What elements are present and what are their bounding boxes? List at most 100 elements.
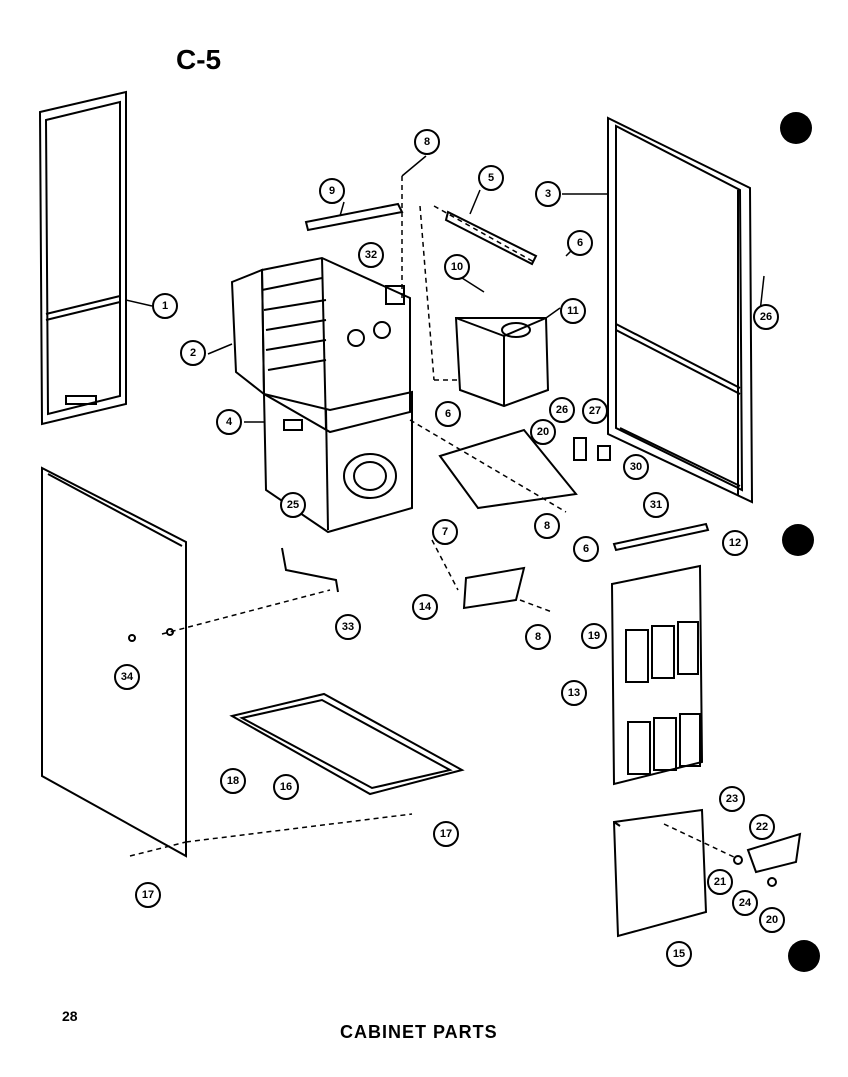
callout-7: 7 xyxy=(432,519,458,545)
svg-text:20: 20 xyxy=(537,426,549,438)
callout-1: 1 xyxy=(152,293,178,319)
svg-text:17: 17 xyxy=(142,889,154,901)
callout-8c: 8 xyxy=(525,624,551,650)
callout-6b: 6 xyxy=(435,401,461,427)
part-louvered-panel xyxy=(610,564,704,786)
binder-hole xyxy=(780,112,812,144)
binder-hole xyxy=(788,940,820,972)
svg-text:6: 6 xyxy=(445,408,451,420)
callout-26a: 26 xyxy=(549,397,575,423)
svg-text:6: 6 xyxy=(583,543,589,555)
callout-1-label: 1 xyxy=(162,300,168,312)
binder-hole xyxy=(782,524,814,556)
svg-text:12: 12 xyxy=(729,537,741,549)
svg-text:16: 16 xyxy=(280,781,292,793)
svg-text:19: 19 xyxy=(588,630,600,642)
part-washer xyxy=(733,855,743,865)
part-lower-door xyxy=(612,808,708,938)
svg-text:27: 27 xyxy=(589,405,601,417)
part-plate-7 xyxy=(438,428,578,510)
part-side-panel xyxy=(41,466,187,858)
callout-22: 22 xyxy=(749,814,775,840)
svg-text:21: 21 xyxy=(714,876,726,888)
callout-9: 9 xyxy=(319,178,345,204)
callout-34: 34 xyxy=(114,664,140,690)
part-door-left-upper xyxy=(38,90,127,426)
callout-33: 33 xyxy=(335,614,361,640)
callout-4: 4 xyxy=(216,409,242,435)
callout-17b: 17 xyxy=(135,882,161,908)
callout-32: 32 xyxy=(358,242,384,268)
part-bracket-33 xyxy=(281,547,339,593)
svg-text:18: 18 xyxy=(227,775,239,787)
callout-15: 15 xyxy=(666,941,692,967)
svg-text:32: 32 xyxy=(365,249,377,261)
svg-text:31: 31 xyxy=(650,499,662,511)
callout-8b: 8 xyxy=(534,513,560,539)
svg-text:22: 22 xyxy=(756,821,768,833)
callout-30: 30 xyxy=(623,454,649,480)
part-bar-12 xyxy=(612,522,710,552)
svg-text:26: 26 xyxy=(760,311,772,323)
svg-text:33: 33 xyxy=(342,621,354,633)
callout-14: 14 xyxy=(412,594,438,620)
svg-text:17: 17 xyxy=(440,828,452,840)
callout-20b: 20 xyxy=(759,907,785,933)
callout-6a: 6 xyxy=(567,230,593,256)
svg-text:4: 4 xyxy=(226,416,233,428)
page-id: C-5 xyxy=(176,44,222,75)
part-filter-rack xyxy=(229,692,465,796)
page-number: 28 xyxy=(62,1008,78,1024)
part-switch-28 xyxy=(573,437,587,461)
callout-21: 21 xyxy=(707,869,733,895)
leader-lines xyxy=(125,155,765,423)
callout-3: 3 xyxy=(535,181,561,207)
callout-25: 25 xyxy=(280,492,306,518)
callout-12: 12 xyxy=(722,530,748,556)
svg-text:11: 11 xyxy=(567,305,579,317)
callout-24: 24 xyxy=(732,890,758,916)
svg-text:8: 8 xyxy=(535,631,541,643)
callout-19: 19 xyxy=(581,623,607,649)
callout-11: 11 xyxy=(560,298,586,324)
svg-text:25: 25 xyxy=(287,499,299,511)
callout-27: 27 xyxy=(582,398,608,424)
callout-13: 13 xyxy=(561,680,587,706)
callout-20a: 20 xyxy=(530,419,556,445)
svg-text:7: 7 xyxy=(442,526,448,538)
part-nut xyxy=(767,877,777,887)
svg-text:26: 26 xyxy=(556,404,568,416)
svg-text:2: 2 xyxy=(190,347,196,359)
svg-text:20: 20 xyxy=(766,914,778,926)
callout-16: 16 xyxy=(273,774,299,800)
part-latch xyxy=(746,832,802,874)
svg-text:13: 13 xyxy=(568,687,580,699)
part-door-right xyxy=(607,116,754,504)
callout-10: 10 xyxy=(444,254,470,280)
caption: CABINET PARTS xyxy=(340,1022,498,1042)
callout-26b: 26 xyxy=(753,304,779,330)
svg-text:14: 14 xyxy=(419,601,432,613)
svg-text:15: 15 xyxy=(673,948,685,960)
callout-18: 18 xyxy=(220,768,246,794)
callout-5: 5 xyxy=(478,165,504,191)
svg-text:3: 3 xyxy=(545,188,551,200)
callout-8a: 8 xyxy=(414,129,440,155)
part-bracket-5 xyxy=(444,210,538,266)
svg-text:6: 6 xyxy=(577,237,583,249)
assembly-lines xyxy=(129,176,737,859)
svg-text:8: 8 xyxy=(544,520,550,532)
part-heat-exchanger xyxy=(230,256,411,434)
svg-text:5: 5 xyxy=(488,172,494,184)
svg-text:10: 10 xyxy=(451,261,463,273)
part-control-box xyxy=(454,317,550,408)
svg-text:23: 23 xyxy=(726,793,738,805)
svg-text:34: 34 xyxy=(121,671,134,683)
svg-text:9: 9 xyxy=(329,185,335,197)
part-switch-27 xyxy=(597,445,611,461)
callout-23: 23 xyxy=(719,786,745,812)
svg-text:24: 24 xyxy=(739,897,752,909)
part-blower-housing xyxy=(262,390,413,534)
svg-text:8: 8 xyxy=(424,136,430,148)
